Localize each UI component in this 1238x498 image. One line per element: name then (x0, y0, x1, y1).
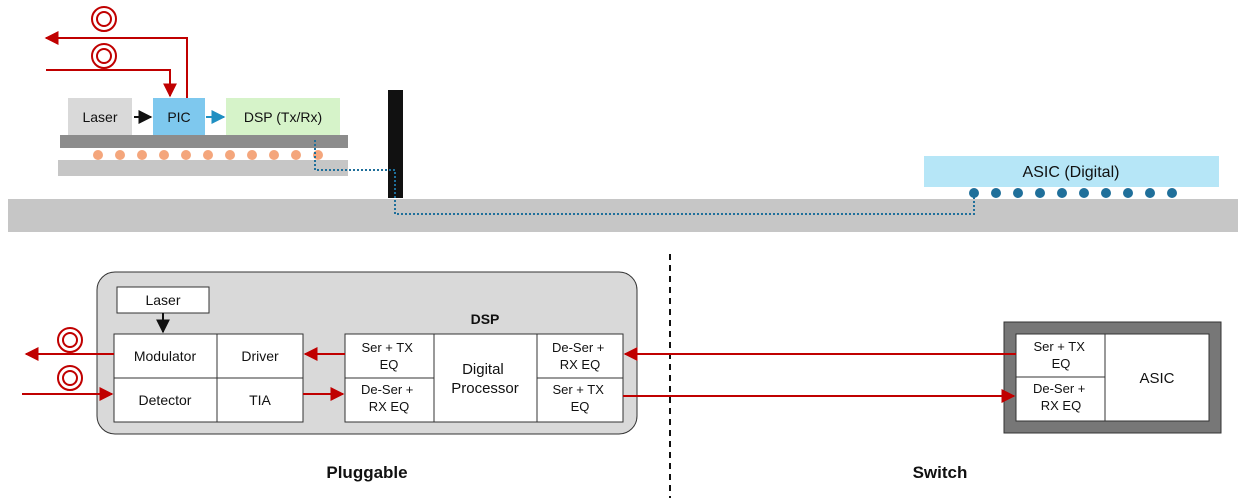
solder-bumps (93, 150, 323, 160)
electrical-trace (314, 140, 975, 215)
right-ser-tx-eq-label: Ser + TX EQ (552, 382, 607, 414)
pluggable-laser-label: Laser (145, 292, 180, 308)
switch-ser-tx-eq-label: Ser + TX EQ (1033, 339, 1088, 371)
top-asic-label: ASIC (Digital) (1023, 164, 1120, 181)
detector-label: Detector (139, 392, 192, 408)
switch-deser-rx-eq-label: De-Ser + RX EQ (1033, 381, 1089, 413)
module-substrate (60, 135, 348, 148)
modulator-block (113, 333, 218, 379)
top-dsp-block (226, 98, 340, 135)
right-deser-rx-eq-label: De-Ser + RX EQ (552, 340, 608, 372)
pluggable-laser-block (116, 286, 210, 314)
faceplate (388, 90, 403, 198)
driver-label: Driver (241, 348, 279, 364)
top-laser-label: Laser (82, 109, 117, 125)
pluggable-label: Pluggable (326, 463, 407, 482)
fiber-coil-icon (57, 327, 83, 353)
top-pic-label: PIC (167, 109, 190, 125)
fiber-output-line (44, 31, 188, 98)
switch-asic-label: ASIC (1139, 370, 1174, 387)
detector-block (113, 377, 218, 423)
fiber-input-line (46, 69, 177, 98)
fiber-coil-icon (91, 43, 117, 69)
digital-processor-label: Digital Processor (451, 361, 519, 397)
fiber-coil-icon (57, 365, 83, 391)
tia-block (216, 377, 304, 423)
switch-label: Switch (913, 463, 968, 482)
host-pcb (8, 199, 1238, 232)
top-pic-block (153, 98, 205, 135)
ser-tx-eq-label: Ser + TX EQ (361, 340, 416, 372)
module-board (58, 160, 348, 176)
deser-rx-eq-label: De-Ser + RX EQ (361, 382, 417, 414)
top-dsp-label: DSP (Tx/Rx) (244, 109, 322, 125)
fiber-coil-icon (91, 6, 117, 32)
modulator-label: Modulator (134, 348, 197, 364)
dsp-title: DSP (471, 311, 500, 327)
top-asic-block (924, 156, 1219, 187)
asic-bumps (969, 188, 1177, 198)
top-laser-block (68, 98, 132, 135)
tia-label: TIA (249, 392, 271, 408)
